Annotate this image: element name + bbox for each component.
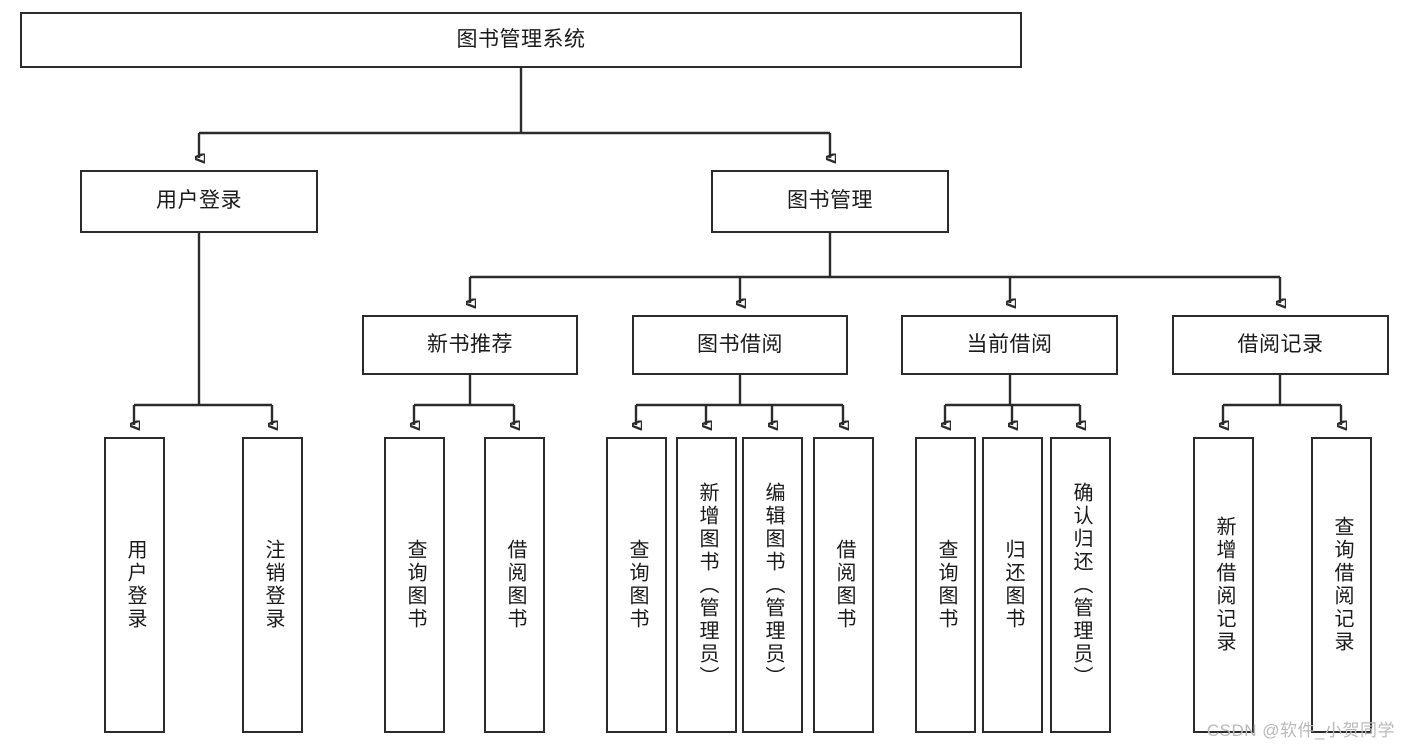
node-root-book-management-system[interactable]: 图书管理系统 [20, 12, 1022, 68]
node-borrow-record[interactable]: 借阅记录 [1172, 315, 1389, 375]
leaf-user-login-login[interactable]: 用户登录 [104, 437, 165, 733]
leaf-book-borrow-query-book[interactable]: 查询图书 [606, 437, 667, 733]
leaf-book-borrow-borrow-book[interactable]: 借阅图书 [813, 437, 874, 733]
leaf-borrow-record-add-record[interactable]: 新增借阅记录 [1193, 437, 1254, 733]
node-label: 新增图书（管理员） [696, 481, 718, 689]
node-current-borrow[interactable]: 当前借阅 [901, 315, 1118, 375]
node-label: 图书借阅 [697, 332, 783, 356]
node-new-book-recommend[interactable]: 新书推荐 [362, 315, 578, 375]
node-label: 借阅记录 [1237, 332, 1324, 356]
leaf-current-borrow-query-book[interactable]: 查询图书 [915, 437, 976, 733]
node-label: 新书推荐 [427, 332, 513, 356]
node-label: 图书管理 [787, 189, 873, 213]
node-label: 查询图书 [626, 539, 648, 631]
node-label: 编辑图书（管理员） [762, 481, 784, 689]
node-label: 注销登录 [262, 539, 284, 631]
node-label: 确认归还（管理员） [1070, 481, 1092, 689]
leaf-current-borrow-return-book[interactable]: 归还图书 [982, 437, 1043, 733]
node-label: 借阅图书 [833, 539, 855, 631]
csdn-watermark: CSDN @软件_小贺同学 [1206, 721, 1395, 740]
leaf-book-borrow-add-book-admin[interactable]: 新增图书（管理员） [676, 437, 737, 733]
node-book-management[interactable]: 图书管理 [711, 170, 949, 233]
leaf-current-borrow-confirm-return-admin[interactable]: 确认归还（管理员） [1050, 437, 1111, 733]
node-label: 新增借阅记录 [1213, 516, 1235, 654]
node-label: 图书管理系统 [456, 27, 586, 51]
node-label: 查询借阅记录 [1331, 516, 1353, 654]
node-user-login[interactable]: 用户登录 [80, 170, 318, 233]
node-label: 归还图书 [1002, 539, 1024, 631]
node-label: 查询图书 [935, 539, 957, 631]
leaf-new-book-borrow-book[interactable]: 借阅图书 [484, 437, 545, 733]
leaf-book-borrow-edit-book-admin[interactable]: 编辑图书（管理员） [742, 437, 803, 733]
leaf-new-book-query-book[interactable]: 查询图书 [384, 437, 445, 733]
leaf-user-login-logout[interactable]: 注销登录 [242, 437, 303, 733]
leaf-borrow-record-query-record[interactable]: 查询借阅记录 [1311, 437, 1372, 733]
node-label: 查询图书 [404, 539, 426, 631]
node-label: 用户登录 [156, 189, 242, 213]
node-label: 用户登录 [124, 539, 146, 631]
node-label: 借阅图书 [504, 539, 526, 631]
node-book-borrow[interactable]: 图书借阅 [632, 315, 848, 375]
node-label: 当前借阅 [966, 332, 1053, 356]
